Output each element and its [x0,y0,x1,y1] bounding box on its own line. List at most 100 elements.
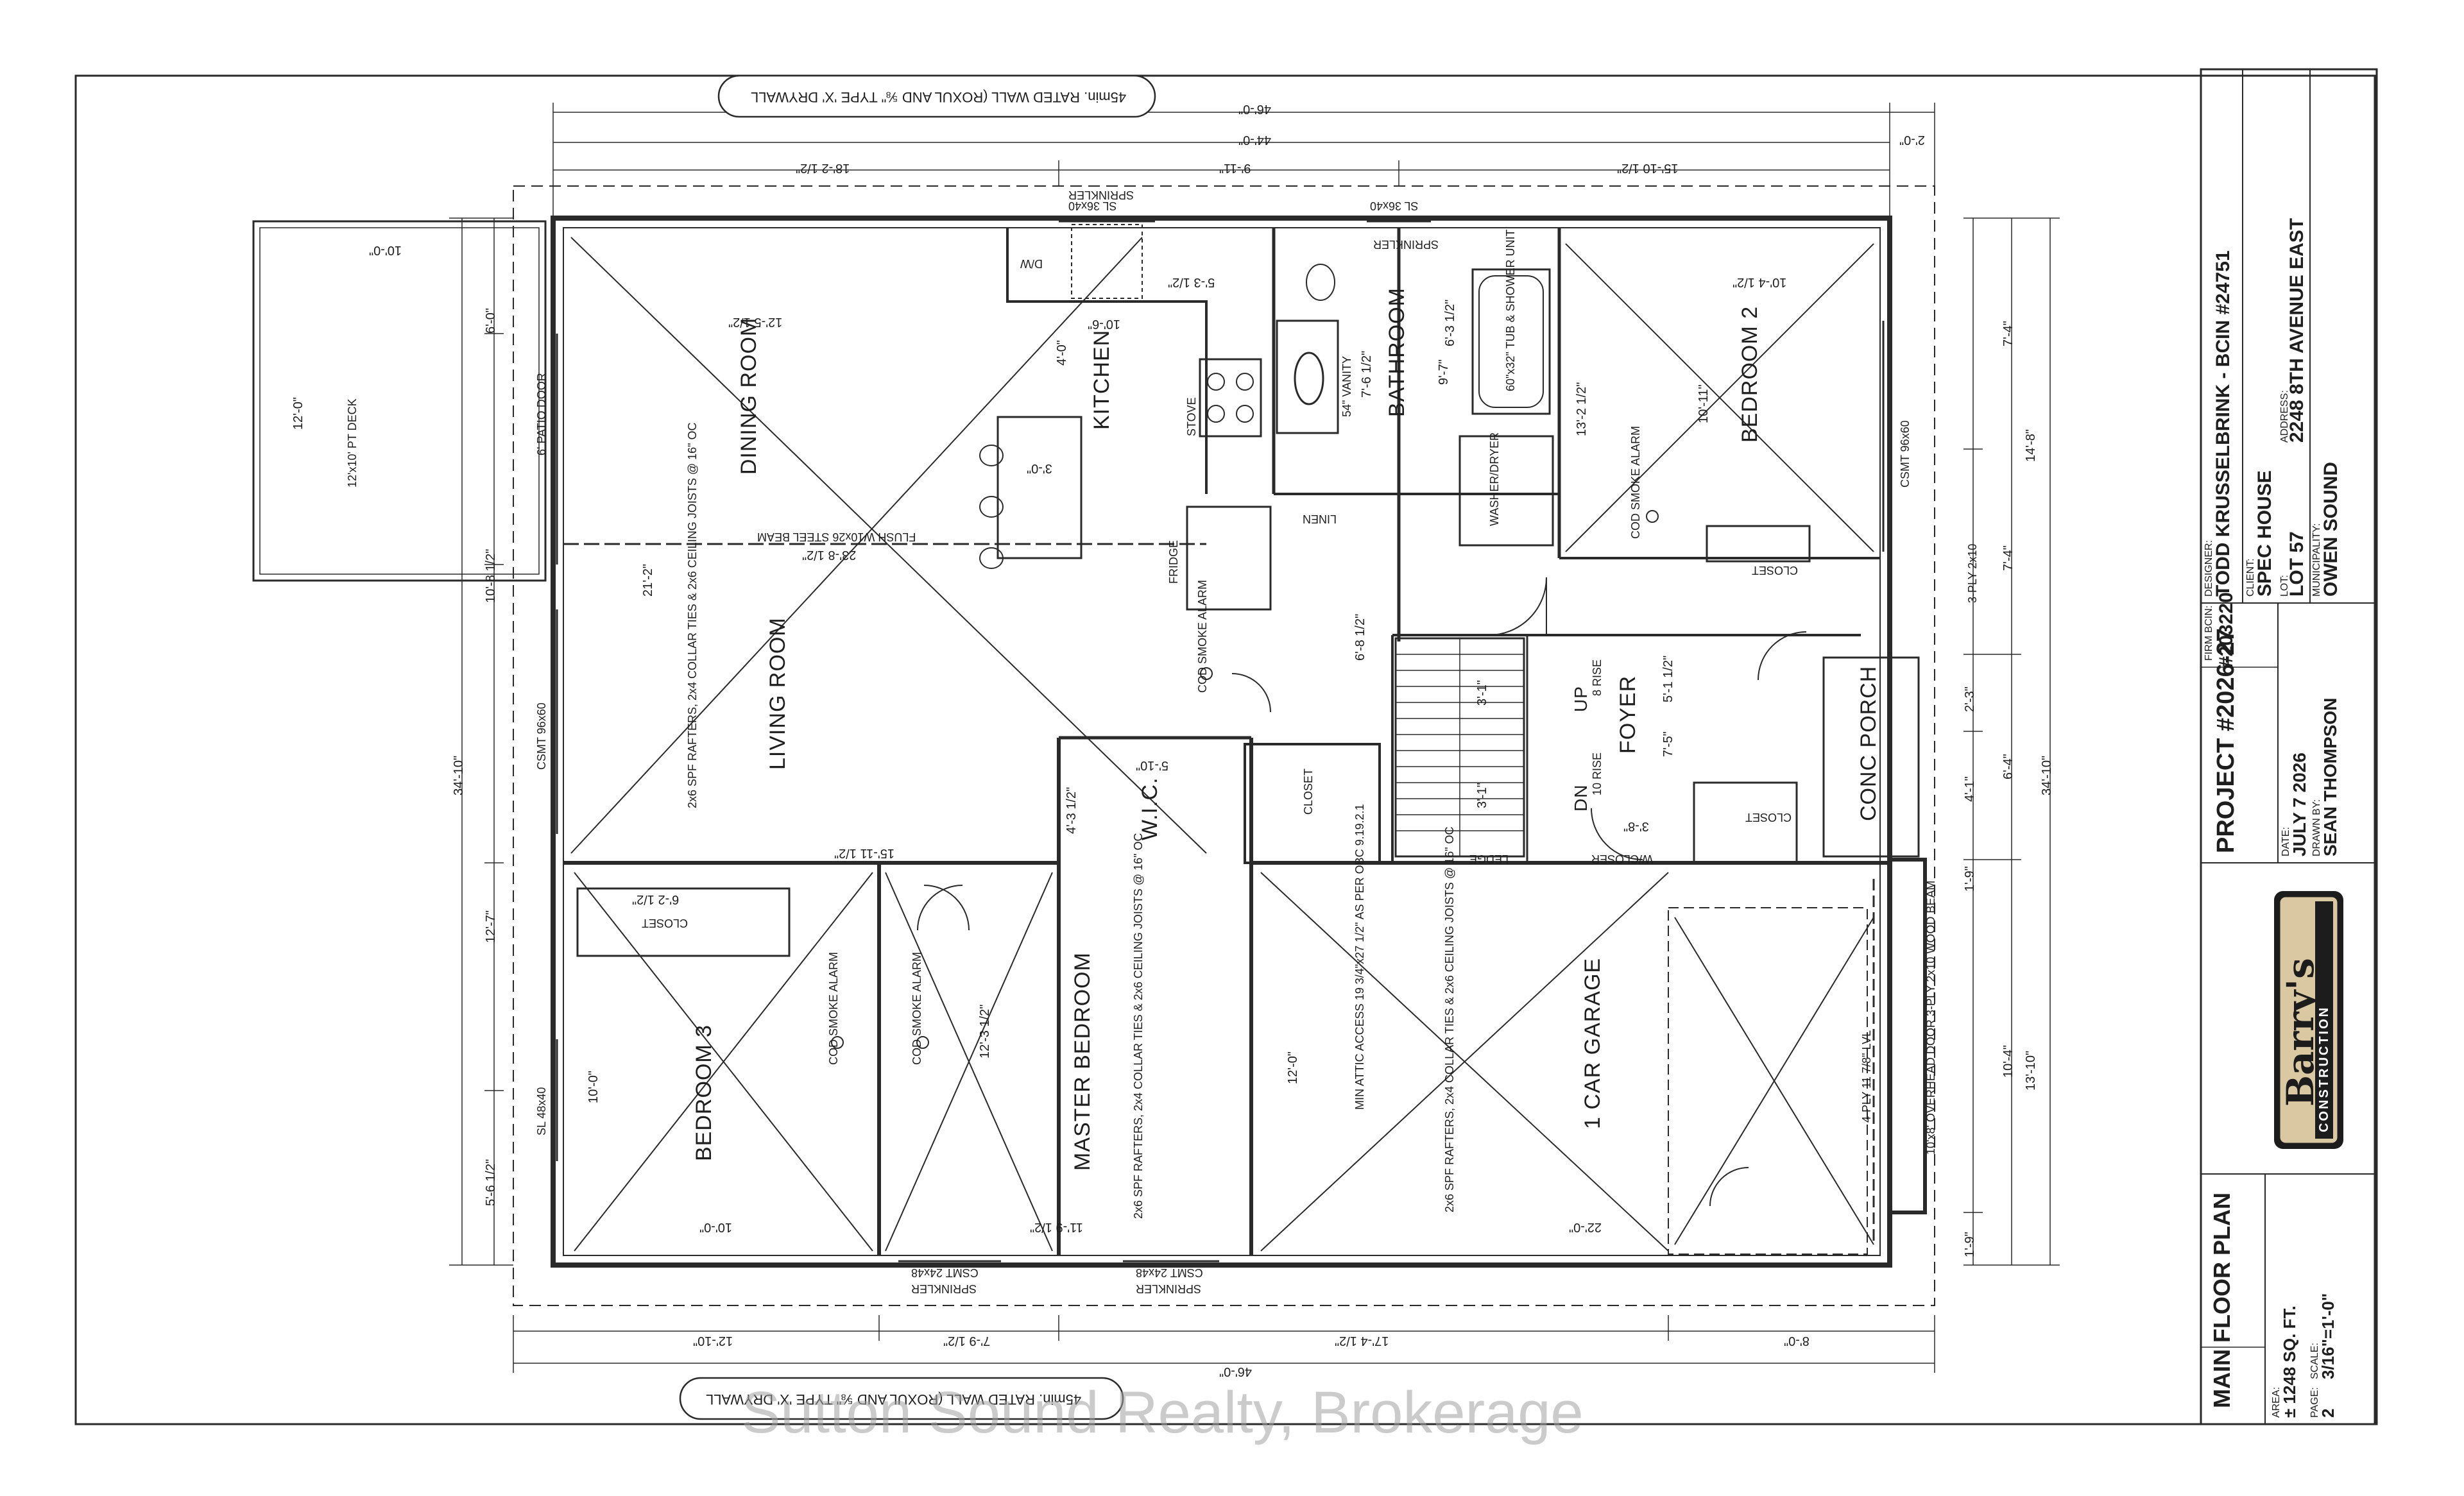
dim-right-seg7: 4'-1" [1963,776,1977,802]
dim-bedroom2-width: 10'-4 1/2" [1733,275,1787,289]
dim-left-overall: 34'-10" [452,755,466,795]
tb-area: ± 1248 SQ. FT. [2280,1305,2299,1418]
dim-top-overall-44: 44'-0" [1238,133,1271,147]
dim-left-seg2: 10'-8 1/2" [484,548,498,603]
tb-page: 2 [2318,1408,2338,1418]
dim-right-seg1: 7'-4" [2001,321,2015,346]
dim-left-seg4: 5'-6 1/2" [484,1159,498,1206]
dim-master-height: 12'-3 1/2" [978,1004,992,1058]
dishwasher-label: D/W [1020,257,1043,270]
dim-right-overall: 34'-10" [2040,755,2054,795]
dim-master-width: 11'-9 1/2" [1030,1220,1083,1234]
rise-8-label: 8 RISE [1591,659,1604,696]
tb-lot: LOT 57 [2286,531,2307,597]
dim-top-overall-46: 46'-0" [1238,102,1271,116]
room-label-bedroom2: BEDROOM 2 [1738,305,1762,443]
dim-deck-width: 10'-0" [369,243,402,257]
rated-wall-note-top: 45min. RATED WALL (ROXUL AND ⅝" TYPE 'X'… [751,89,1127,105]
sprinkler-bedroom3: SPRINKLER [911,1282,977,1295]
washer-dryer-label: WASHER/DRYER [1488,432,1501,526]
casement-window-master: CSMT 24x48 [1136,1266,1203,1279]
sprinkler-kitchen: SPRINKLER [1068,189,1134,201]
dim-kitchen-depth: 4'-0" [1055,340,1069,366]
dim-foyer-c: 3'-8" [1623,819,1649,833]
dim-top-seg3: 15'-10 1/2" [1617,161,1679,175]
patio-door-label: 6' PATIO DOOR [535,373,548,455]
dim-right-seg3: 7'-4" [2001,545,2015,571]
dim-foyer-a: 7'-5" [1661,731,1675,757]
dim-bedroom2-height: 10'-11" [1697,384,1711,423]
dim-dining-width: 12'-5 1/2" [728,315,783,329]
logo-badge-icon [2274,891,2343,1149]
smoke-alarm-master: COD SMOKE ALARM [911,951,923,1065]
dim-wic-width: 5'-10" [1136,758,1168,772]
dim-right-seg10: 1'-9" [1963,1232,1977,1257]
room-label-dining: DINING ROOM [737,317,761,475]
tb-designer: TODD KRUSSELBRINK - BCIN #24751 [2212,250,2234,597]
room-label-living: LIVING ROOM [766,617,790,770]
three-ply-note: 3-PLY 2x10 [1966,543,1979,603]
room-label-bedroom3: BEDROOM 3 [692,1024,716,1161]
stove-label: STOVE [1185,397,1198,436]
dim-kitchen-island: 5'-3 1/2" [1168,275,1215,289]
dim-hall: 6'-8 1/2" [1353,613,1367,661]
dim-garage-height: 12'-0" [1286,1051,1300,1084]
dim-living-height: 21'-2" [641,564,655,597]
barrys-construction-logo: Barry's CONSTRUCTION [2270,888,2347,1152]
dim-right-seg6: 2'-3" [1963,686,1977,712]
tb-scale: 3/16"=1'-0" [2318,1293,2338,1379]
casement-window-bedroom2: CSMT 96x60 [1899,420,1912,488]
dim-left-seg3: 12'-7" [484,910,498,943]
dim-bedroom3-closet: 6'-2 1/2" [632,892,680,906]
smoke-alarm-bedroom3: COD SMOKE ALARM [827,951,840,1065]
closet-label-bedroom3: CLOSET [642,917,689,930]
room-label-bathroom: BATHROOM [1385,287,1409,417]
dim-beam-length: 23'-8 1/2" [802,548,857,562]
dim-garage-width: 22'-0" [1569,1220,1602,1234]
tb-drawn-by: SEAN THOMPSON [2320,697,2340,856]
dim-right-seg2: 14'-8" [2024,429,2038,462]
vanity-note: 54" VANITY [1340,355,1353,417]
dim-bedroom2-closet: 13'-2 1/2" [1575,382,1589,436]
tb-sheet-title: MAIN FLOOR PLAN [2209,1193,2235,1408]
dim-wic-height: 4'-3 1/2" [1065,786,1079,834]
attic-access-note: MIN ATTIC ACCESS 19 3/4"x27 1/2" AS PER … [1353,804,1366,1110]
dim-bedroom3-width: 10'-0" [699,1220,732,1234]
room-label-foyer: FOYER [1616,675,1640,754]
logo-subtitle: CONSTRUCTION [2317,1005,2331,1132]
ledge-label: LEDGE [1469,853,1509,865]
dim-counter: 3'-0" [1027,461,1052,475]
stair-down-label: DN [1571,784,1591,812]
dim-bath-tub: 6'-3 1/2" [1443,299,1457,346]
casement-window-bedroom3: CSMT 24x48 [911,1266,979,1279]
overhead-door-note: 10'x8' OVERHEAD DOOR 3-PLY 2x10 WOOD BEA… [1924,880,1937,1155]
sprinkler-bath: SPRINKLER [1373,238,1439,251]
casement-window-living: CSMT 96x60 [535,702,548,770]
dim-deck-length: 12'-0" [291,397,305,430]
dim-bath-width: 7'-6 1/2" [1360,350,1374,398]
rafter-note-living: 2x6 SPF RAFTERS, 2x4 COLLAR TIES & 2x6 C… [686,422,699,808]
dim-bottom-seg2: 7'-9 1/2" [943,1334,991,1348]
slider-window-bath: SL 36x40 [1370,200,1419,212]
dim-right-seg8: 1'-9" [1963,866,1977,892]
closet-label-hall: CLOSET [1302,768,1315,815]
sprinkler-master: SPRINKLER [1136,1282,1202,1295]
steel-beam-note: FLUSH W10x26 STEEL BEAM [757,531,916,543]
logo-name: Barry's [2279,958,2322,1107]
dim-bottom-seg3: 17'-4 1/2" [1335,1334,1389,1348]
closet-label-foyer: CLOSET [1745,811,1792,824]
closet-label-bedroom2: CLOSET [1752,564,1799,577]
rise-10-label: 10 RISE [1591,752,1604,795]
tb-project: PROJECT #2026-27 [2212,628,2239,853]
dim-right-seg5: 13'-10" [2024,1050,2038,1091]
smoke-alarm-bedroom2: COD SMOKE ALARM [1629,425,1642,539]
room-label-garage: 1 CAR GARAGE [1580,957,1605,1129]
closer-label: W/CLOSER [1591,853,1654,865]
rafter-note-master: 2x6 SPF RAFTERS, 2x4 COLLAR TIES & 2x6 C… [1132,833,1145,1219]
dim-right-seg9: 10'-4" [2001,1045,2015,1078]
lvl-note: 4-PLY 11 7/8" LVL [1860,1030,1873,1123]
dim-living-width: 15'-11 1/2" [834,846,894,860]
linen-label: LINEN [1303,513,1337,525]
